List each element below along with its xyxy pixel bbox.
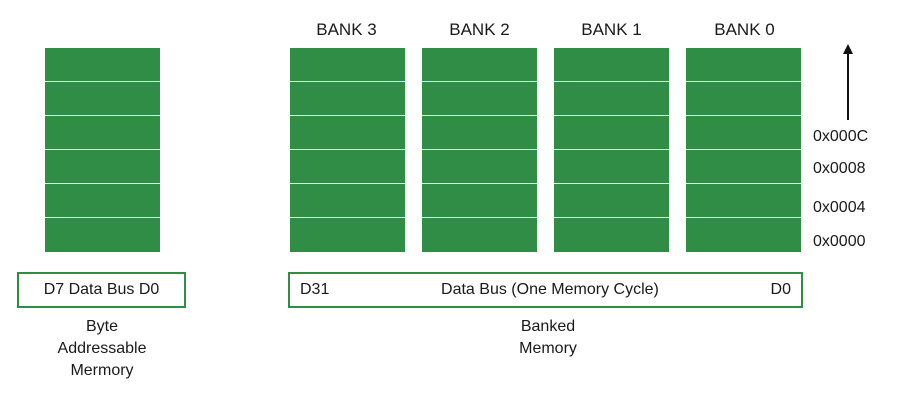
memory-cell [45,218,160,252]
memory-cell [45,48,160,82]
byte-data-bus-box: D7 Data Bus D0 [17,272,186,308]
memory-cell [290,150,405,184]
memory-cell [686,150,801,184]
bank-3-column [290,48,405,252]
memory-cell [290,218,405,252]
bus-left-label: D31 [300,281,330,298]
bank-label-0: BANK 0 [714,20,775,39]
banked-caption-line-1: Banked [520,318,576,335]
memory-cell [554,150,669,184]
memory-cell [422,48,537,82]
bank-0-column [686,48,801,252]
memory-cell [45,184,160,218]
arrow-up-icon [843,44,853,120]
byte-caption-line-1: Byte [85,318,118,335]
byte-caption-line-2: Addressable [57,340,147,357]
memory-cell [45,116,160,150]
banked-caption-line-2: Memory [519,340,577,357]
memory-cell [290,184,405,218]
memory-cell [554,116,669,150]
memory-cell [686,82,801,116]
banked-memory-caption: Banked Memory [480,316,616,360]
bank-2-column [422,48,537,252]
memory-cell [686,218,801,252]
address-label-0004: 0x0004 [813,199,866,216]
address-label-000c: 0x000C [813,128,869,145]
byte-data-bus-label: D7 Data Bus D0 [43,281,160,298]
memory-cell [686,116,801,150]
bank-label-2: BANK 2 [449,20,510,39]
memory-cell [290,82,405,116]
bank-label-3: BANK 3 [316,20,377,39]
memory-cell [554,218,669,252]
memory-cell [554,82,669,116]
memory-cell [422,184,537,218]
memory-cell [554,184,669,218]
memory-cell [554,48,669,82]
memory-cell [45,82,160,116]
bank-label-1: BANK 1 [581,20,642,39]
byte-memory-caption: Byte Addressable Mermory [40,316,164,382]
memory-cell [686,48,801,82]
memory-cell [45,150,160,184]
memory-cell [290,116,405,150]
memory-cell [422,150,537,184]
bank-1-column [554,48,669,252]
byte-caption-line-3: Mermory [70,362,134,379]
banked-data-bus-box: D31 Data Bus (One Memory Cycle) D0 [288,272,803,308]
memory-cell [686,184,801,218]
memory-cell [422,218,537,252]
memory-cell [290,48,405,82]
byte-memory-column [45,48,160,252]
memory-cell [422,82,537,116]
bus-center-label: Data Bus (One Memory Cycle) [441,281,659,298]
memory-cell [422,116,537,150]
address-label-0008: 0x0008 [813,160,866,177]
address-label-0000: 0x0000 [813,233,866,250]
bus-right-label: D0 [770,281,791,298]
